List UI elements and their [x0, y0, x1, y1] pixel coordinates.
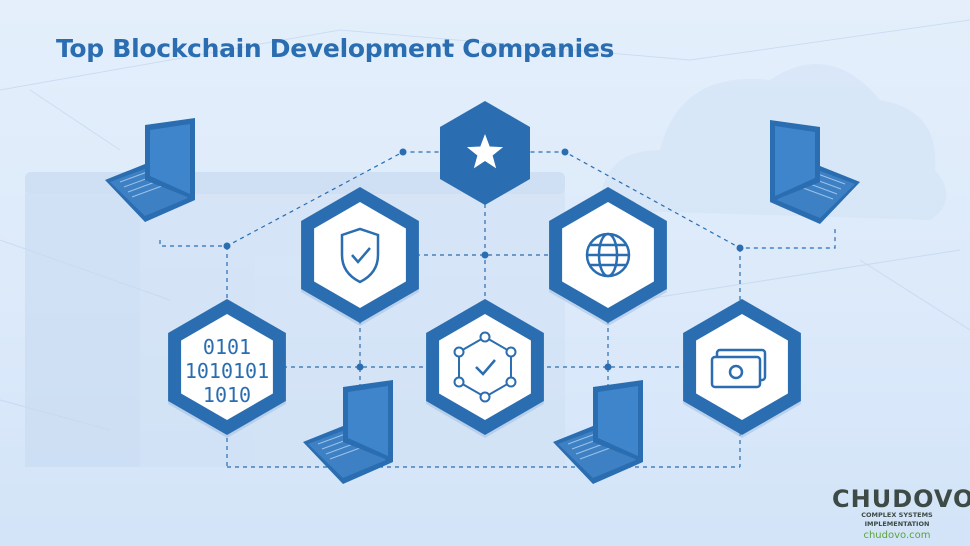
laptop-icon — [770, 120, 860, 224]
globe-hexagon-icon — [549, 187, 667, 326]
shield-hexagon-icon — [301, 187, 419, 326]
binary-line: 1010 — [203, 383, 251, 407]
laptop-icon — [303, 380, 393, 484]
binary-line: 0101 — [203, 335, 251, 359]
binary-line: 1010101 — [185, 359, 269, 383]
star-hexagon-icon — [440, 101, 530, 205]
chudovo-logo: CHUDOVO COMPLEX SYSTEMS IMPLEMENTATION c… — [832, 485, 970, 543]
connection-nodes — [223, 148, 744, 371]
laptop-icon — [105, 118, 195, 222]
logo-brand: CHUDOVO — [832, 485, 970, 513]
logo-url: chudovo.com — [863, 530, 931, 541]
page-title: Top Blockchain Development Companies — [56, 34, 615, 63]
laptop-icon — [553, 380, 643, 484]
logo-tagline: COMPLEX SYSTEMS IMPLEMENTATION — [861, 511, 933, 528]
network-hexagon-icon — [426, 299, 544, 438]
money-hexagon-icon — [683, 299, 801, 438]
